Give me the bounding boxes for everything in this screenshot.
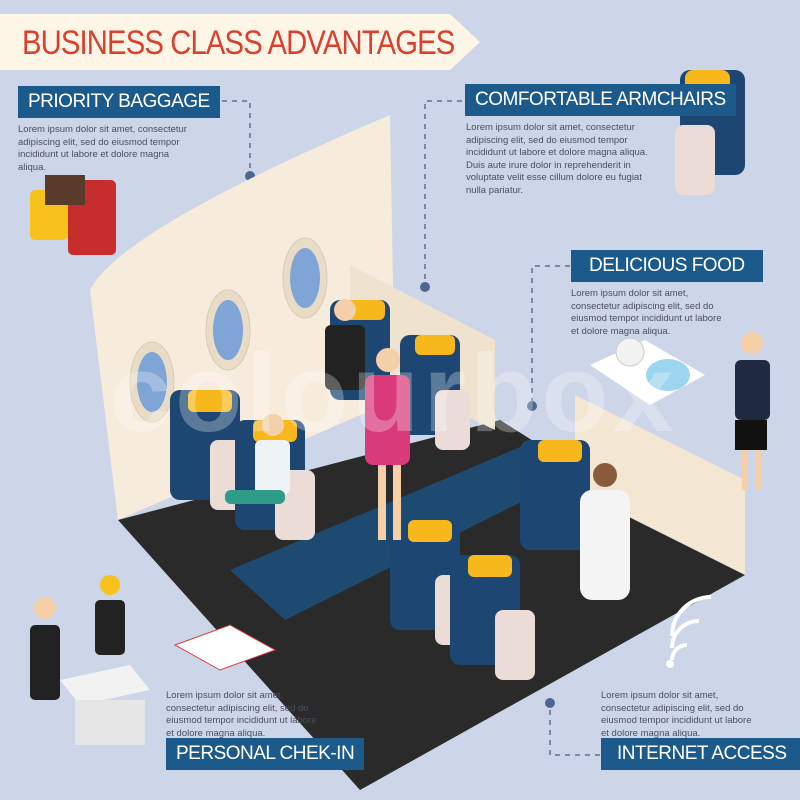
food-label: DELICIOUS FOOD xyxy=(571,250,763,282)
food-text: Lorem ipsum dolor sit amet, consectetur … xyxy=(571,288,722,337)
wifi-icon xyxy=(670,595,712,661)
flight-attendant xyxy=(365,348,410,540)
checkin-text: Lorem ipsum dolor sit amet, consectetur … xyxy=(166,690,317,739)
passenger-woman xyxy=(225,414,290,504)
armchairs-text-1: Lorem ipsum dolor sit amet, consectetur … xyxy=(466,122,648,158)
stewardess xyxy=(735,332,770,490)
internet-text: Lorem ipsum dolor sit amet, consectetur … xyxy=(601,690,752,739)
page-title: BUSINESS CLASS ADVANTAGES xyxy=(22,24,455,62)
internet-label: INTERNET ACCESS xyxy=(601,738,800,770)
watermark: colourbox xyxy=(110,332,678,455)
armchairs-text: Lorem ipsum dolor sit amet, consectetur … xyxy=(466,122,656,197)
banner-shape xyxy=(0,14,480,70)
boarding-tickets-icon xyxy=(173,624,277,671)
checkin-desk-icon xyxy=(30,575,150,745)
priority-baggage-text: Lorem ipsum dolor sit amet, consectetur … xyxy=(18,124,187,173)
armchairs-text-2: Duis aute irure dolor in reprehenderit i… xyxy=(466,159,642,196)
title-banner: BUSINESS CLASS ADVANTAGES xyxy=(0,14,480,70)
checkin-label: PERSONAL CHEK-IN xyxy=(166,738,365,770)
passenger-businessman xyxy=(325,299,365,390)
baggage-icon xyxy=(30,175,116,255)
passenger-arab xyxy=(580,463,630,600)
food-tray-icon xyxy=(590,337,705,405)
armchairs-label: COMFORTABLE ARMCHAIRS xyxy=(465,84,736,116)
back-partition xyxy=(575,395,745,575)
priority-baggage-label: PRIORITY BAGGAGE xyxy=(18,86,220,118)
